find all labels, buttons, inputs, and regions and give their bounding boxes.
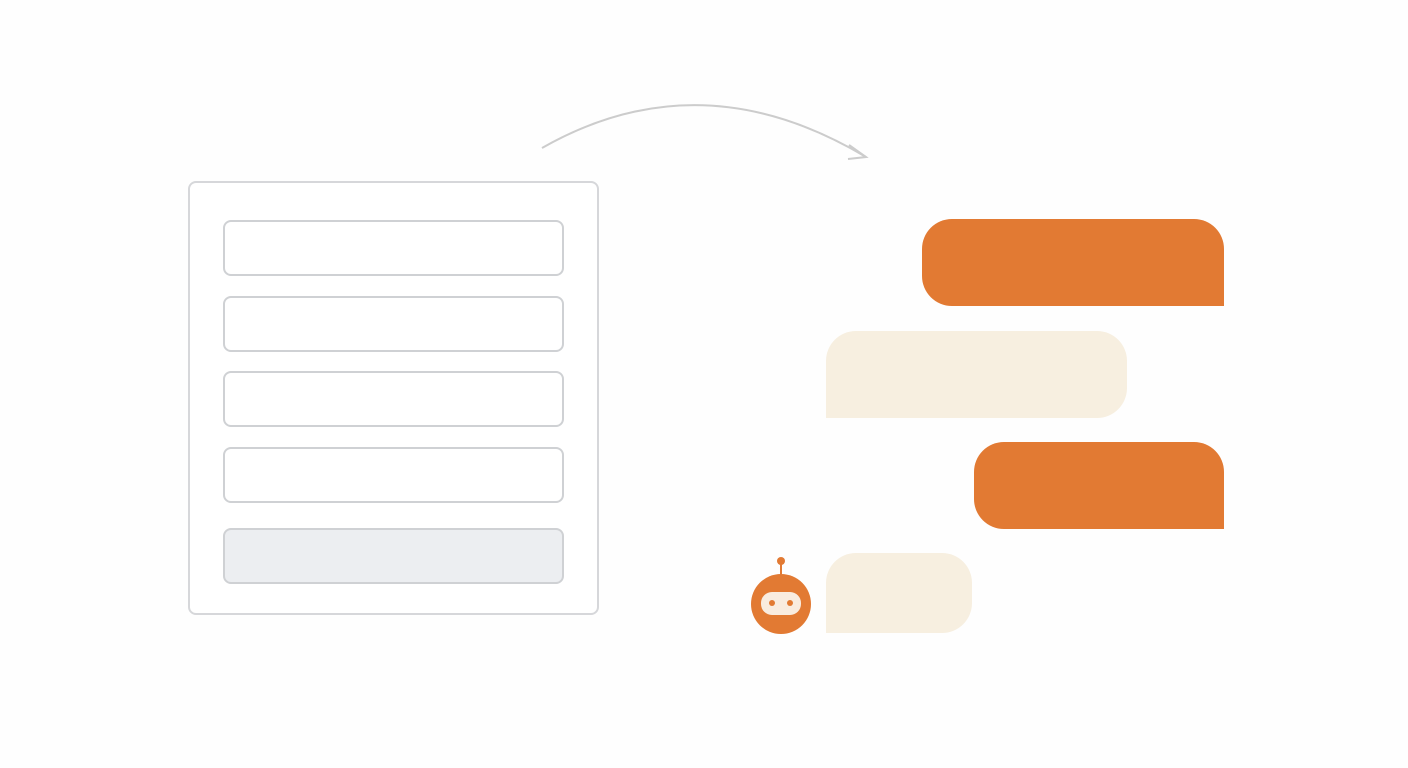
bot-message-bubble xyxy=(826,331,1127,418)
form-field-4[interactable] xyxy=(223,447,564,503)
form-field-1[interactable] xyxy=(223,220,564,276)
form-field-3[interactable] xyxy=(223,371,564,427)
submit-button[interactable] xyxy=(223,528,564,584)
bot-message-bubble xyxy=(826,553,972,633)
user-message-bubble xyxy=(974,442,1224,529)
user-message-bubble xyxy=(922,219,1224,306)
form-field-2[interactable] xyxy=(223,296,564,352)
